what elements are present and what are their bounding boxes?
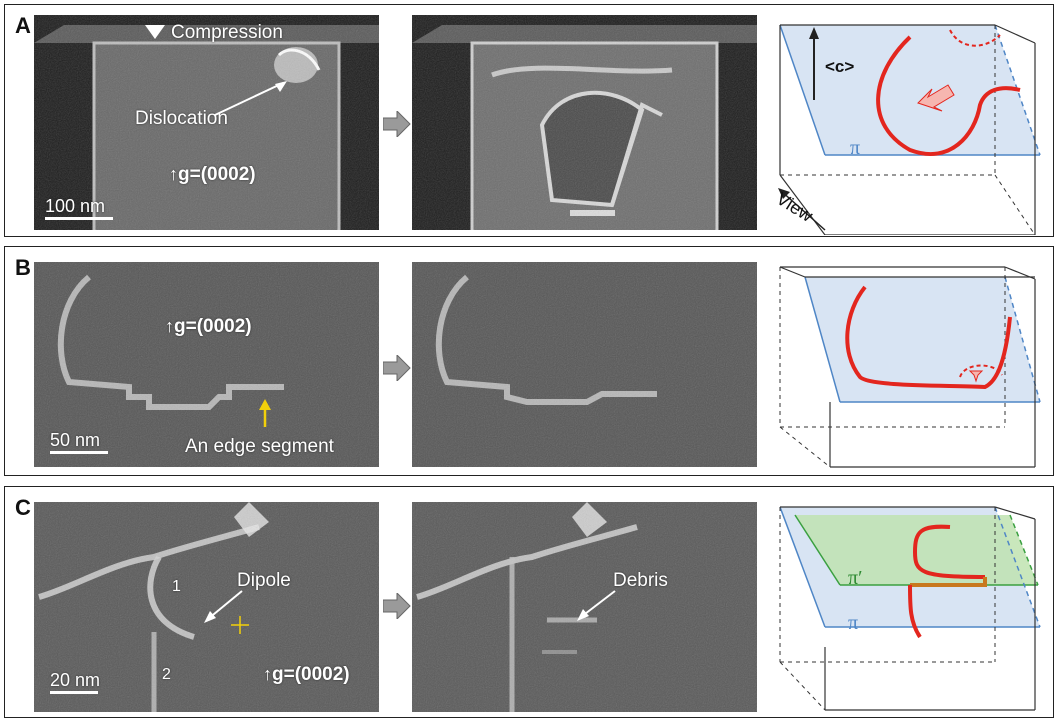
loop-number-2: 2	[162, 666, 171, 683]
scale-bar-line	[50, 451, 108, 454]
edge-segment-label: An edge segment	[185, 436, 334, 457]
compression-arrow-icon	[145, 25, 165, 39]
view-arrow-icon	[778, 188, 826, 231]
view-label: View	[773, 185, 835, 235]
pi-prime-plane-label: π′	[848, 567, 863, 589]
g-vector-label-b: ↑g=(0002)	[165, 316, 252, 337]
panel-letter: C	[15, 495, 31, 520]
edge-segment-arrow-icon	[259, 399, 271, 427]
schematic-a	[779, 24, 1041, 235]
c-axis-label: <c>	[825, 57, 855, 76]
dislocation-label: Dislocation	[135, 108, 228, 129]
up-arrow-icon: ↑	[169, 164, 178, 184]
tem-image-c-before	[34, 502, 379, 712]
tem-image-a-before	[34, 15, 379, 230]
dislocation-line	[876, 35, 1021, 156]
process-arrow-icon	[383, 355, 411, 381]
compression-label: Compression	[145, 23, 283, 42]
tem-image-c-before-drawing	[34, 502, 379, 712]
tem-image-a-after-drawing	[412, 15, 757, 230]
scale-bar-b: 50 nm	[50, 431, 108, 454]
up-arrow-icon: ↑	[165, 316, 174, 336]
panel-c: C Dipole 1 2 ↑g=(0002) 20 nm	[4, 486, 1054, 718]
process-arrow-icon	[383, 111, 411, 137]
schematic-b	[779, 266, 1041, 468]
scale-bar-line	[50, 691, 98, 694]
debris-pointer-arrow	[577, 590, 616, 621]
scale-bar-line	[45, 217, 113, 220]
scale-bar-a: 100 nm	[45, 197, 113, 220]
tem-image-b-before-drawing	[34, 262, 379, 467]
up-arrow-icon: ↑	[263, 664, 272, 684]
tem-image-a-after	[412, 15, 757, 230]
g-vector-label-c: ↑g=(0002)	[263, 664, 350, 685]
g-vector-label-a: ↑g=(0002)	[169, 164, 256, 185]
panel-a: A Compression Dislocation ↑g=(0002) 100 …	[4, 4, 1054, 237]
debris-label: Debris	[613, 570, 668, 591]
panel-letter: A	[15, 13, 31, 38]
tem-image-b-before	[34, 262, 379, 467]
process-arrow-icon	[383, 593, 411, 619]
dislocation-line	[912, 524, 986, 579]
dislocation-line	[845, 285, 1012, 390]
panel-b: B ↑g=(0002) An edge segment 50 nm	[4, 246, 1054, 476]
tem-image-b-after	[412, 262, 757, 467]
scale-bar-c: 20 nm	[50, 671, 100, 694]
dipole-pointer-arrow	[204, 590, 243, 623]
loop-number-1: 1	[172, 578, 181, 595]
tem-image-a-before-drawing	[34, 15, 379, 230]
pi-plane-label: π	[850, 137, 861, 159]
tem-image-c-after-drawing	[412, 502, 757, 712]
tem-image-b-after-drawing	[412, 262, 757, 467]
pi-plane-label: π	[848, 612, 859, 634]
dislocation-pointer-arrow	[214, 81, 287, 116]
schematic-c	[779, 506, 1041, 711]
panel-letter: B	[15, 255, 31, 280]
dipole-label: Dipole	[237, 570, 291, 591]
crosshair-icon	[231, 616, 249, 634]
tem-image-c-after	[412, 502, 757, 712]
